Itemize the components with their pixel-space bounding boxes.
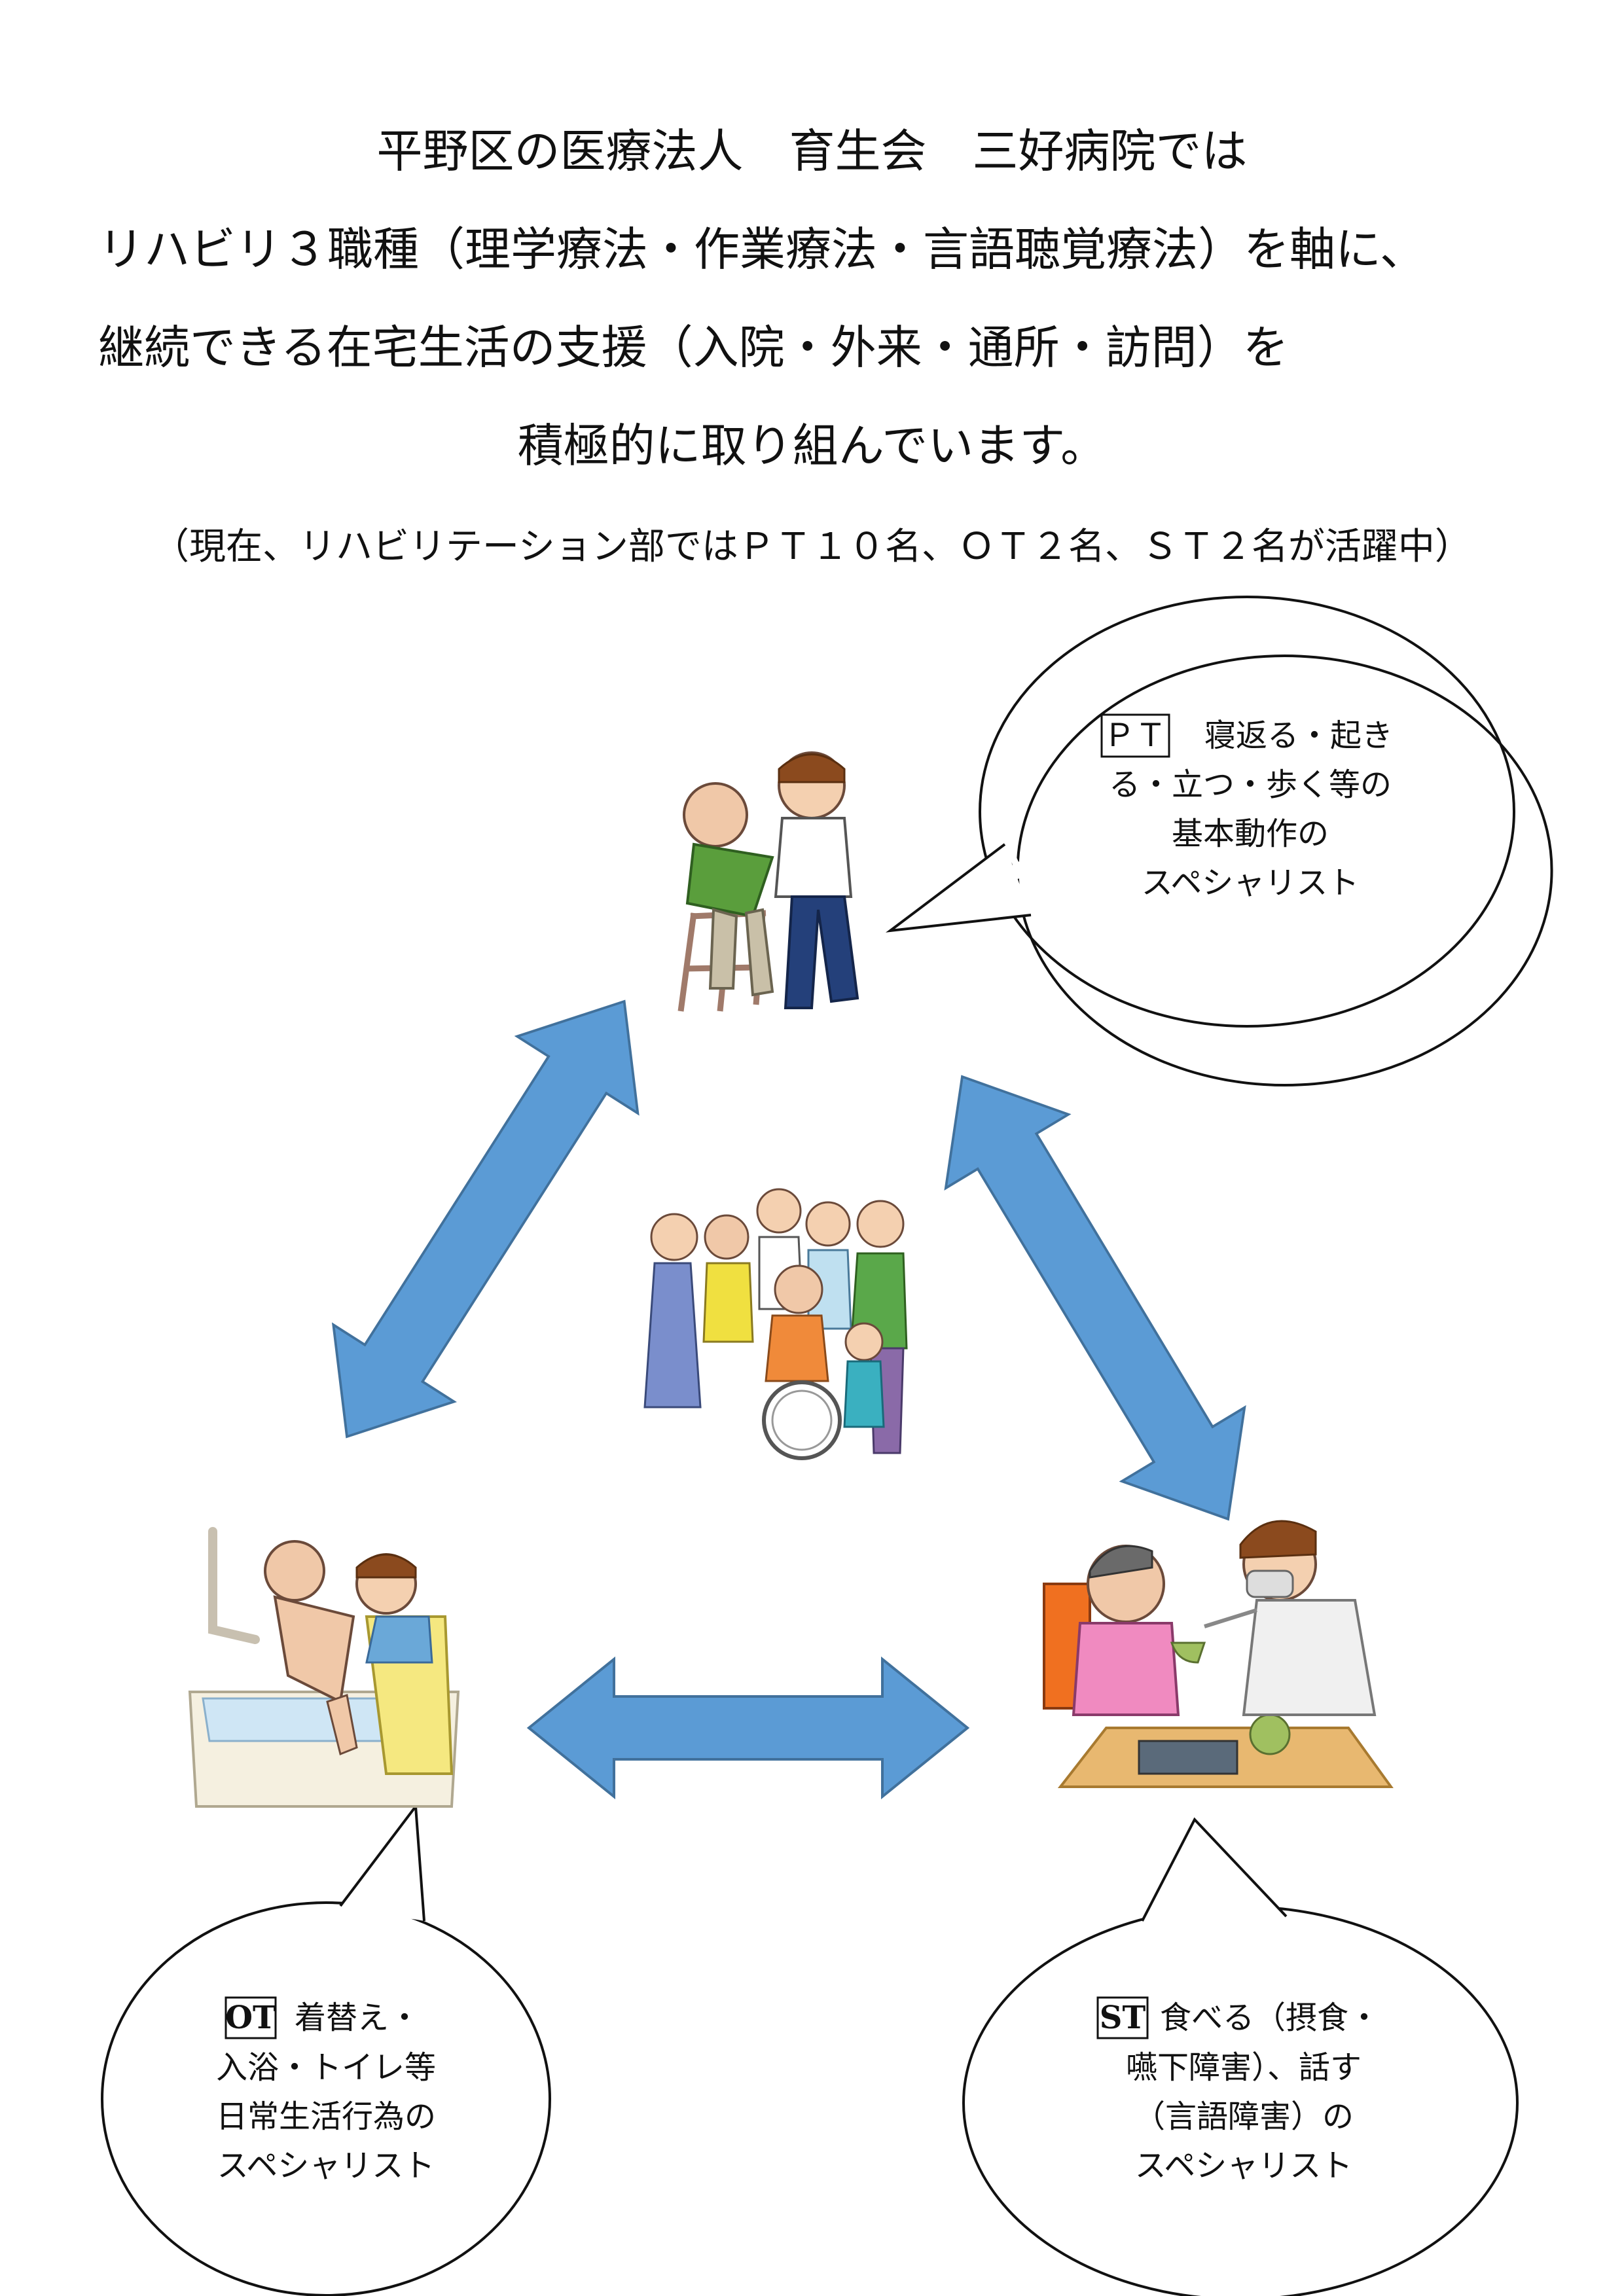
headline-line-2: リハビリ３職種（理学療法・作業療法・言語聴覚療法）を軸に、 <box>98 223 1426 276</box>
ot-text-line-1: 着替え・ <box>295 2000 420 2036</box>
pt-tag: ＰＴ <box>1104 717 1166 754</box>
st-tag: ST <box>1100 2000 1146 2036</box>
ot-speech-bubble: OT 着替え・ 入浴・トイレ等 日常生活行為の スペシャリスト <box>101 1803 551 2296</box>
ot-tag: OT <box>225 2000 276 2036</box>
st-speech-bubble: ST 食べる（摂食・ 嚥下障害）、話す （言語障害）の スペシャリスト <box>962 1817 1519 2296</box>
family-group-illustration <box>643 1188 908 1460</box>
st-text-line-4: スペシャリスト <box>1135 2147 1353 2184</box>
st-tag-box <box>1096 1996 1149 2039</box>
st-text-line-3: （言語障害）の <box>1134 2098 1354 2135</box>
arrow-pt-st <box>944 1075 1246 1521</box>
staff-count-note: （現在、リハビリテーション部ではＰＴ１０名、ＯＴ２名、ＳＴ２名が活躍中） <box>153 526 1471 568</box>
arrow-ot-st <box>526 1656 970 1800</box>
bath-assist-illustration <box>188 1527 460 1808</box>
pt-text-line-4: スペシャリスト <box>1142 865 1360 901</box>
ot-text-line-3: 日常生活行為の <box>216 2098 436 2135</box>
pt-text-line-1: 寝返る・起き <box>1204 717 1393 754</box>
walking-assist-illustration <box>677 751 859 1012</box>
st-text-line-2: 嚥下障害）、話す <box>1126 2049 1362 2086</box>
pt-text-line-2: る・立つ・歩く等の <box>1109 766 1392 803</box>
headline-line-1: 平野区の医療法人 育生会 三好病院では <box>376 124 1248 178</box>
pt-text-line-3: 基本動作の <box>1172 816 1329 852</box>
headline-line-4: 積極的に取り組んでいます。 <box>517 419 1107 473</box>
headline-line-3: 継続できる在宅生活の支援（入院・外来・通所・訪問）を <box>98 321 1289 374</box>
st-text-line-1: 食べる（摂食・ <box>1160 2000 1380 2036</box>
ot-tag-box <box>225 1996 277 2039</box>
pt-tag-box <box>1100 713 1170 758</box>
ot-text-line-2: 入浴・トイレ等 <box>216 2049 436 2086</box>
pt-speech-bubble: ＰＴ 寝返る・起き る・立つ・歩く等の 基本動作の スペシャリスト <box>885 596 1553 1086</box>
ot-text-line-4: スペシャリスト <box>217 2147 435 2184</box>
feeding-assist-illustration <box>1043 1520 1394 1788</box>
arrow-pt-ot <box>331 999 640 1439</box>
